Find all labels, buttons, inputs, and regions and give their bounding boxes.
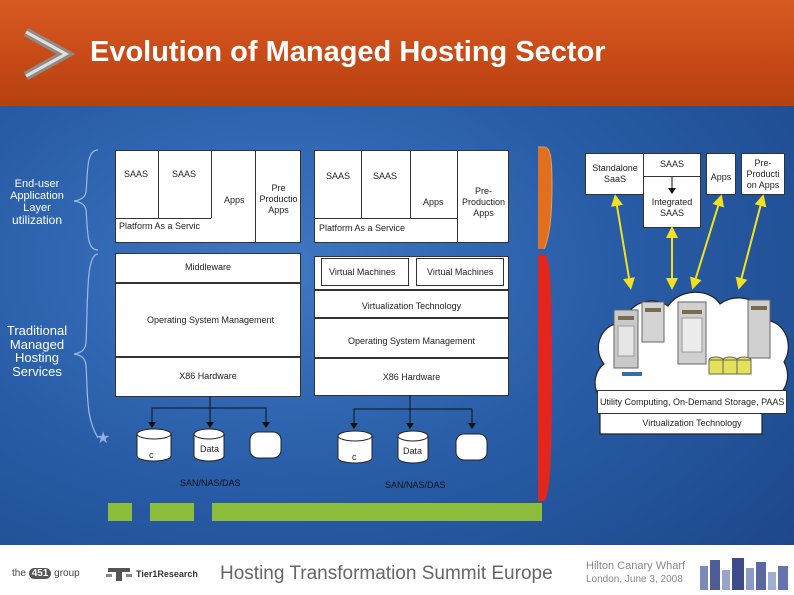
- title-banner: [0, 0, 794, 106]
- left-disk-c-label: c: [149, 450, 154, 460]
- mid-vm-1: Virtual Machines: [329, 267, 396, 277]
- green-bar-2: [150, 503, 194, 521]
- mid-hw-box: [314, 358, 509, 396]
- left-apps: Apps: [224, 195, 245, 205]
- mid-virt: Virtualization Technology: [361, 301, 462, 311]
- mid-storage-label: SAN/NAS/DAS: [385, 480, 446, 490]
- event-name: Hosting Transformation Summit Europe: [220, 563, 553, 584]
- mid-disk-3-icon: [455, 433, 488, 461]
- slide-title: Evolution of Managed Hosting Sector: [90, 36, 606, 68]
- mid-vm-1-box: [321, 258, 409, 286]
- right-apps: Apps: [710, 172, 732, 182]
- mid-os-box: [314, 318, 509, 358]
- mid-os: Operating System Management: [347, 336, 476, 346]
- mid-vm-2-box: [416, 258, 504, 286]
- divider-brackets-icon: [538, 146, 553, 501]
- mid-preprod-label: Pre- Production Apps: [461, 186, 506, 218]
- mid-disk-c-icon: [337, 430, 373, 464]
- event-venue: Hilton Canary Wharf: [586, 560, 686, 572]
- tier1-logo-icon: [106, 568, 132, 581]
- left-preprod-label: Pre Productio Apps: [259, 183, 298, 215]
- right-standalone-label: Standalone SaaS: [592, 163, 638, 184]
- mid-vm-2: Virtual Machines: [427, 267, 494, 277]
- left-os: Operating System Management: [147, 315, 275, 325]
- right-virt: Virtualization Technology: [642, 418, 742, 428]
- green-bar-1: [108, 503, 132, 521]
- right-saas-arrow-icon: [668, 177, 676, 194]
- mid-hw: X86 Hardware: [382, 372, 441, 382]
- mid-disk-data-icon: [397, 430, 429, 464]
- right-preprod-label: Pre- Producti on Apps: [746, 158, 780, 190]
- left-disk-3-icon: [249, 431, 282, 459]
- braces-icon: [73, 149, 99, 439]
- mid-saas-2: SAAS: [373, 171, 398, 181]
- left-middleware: Middleware: [184, 262, 232, 272]
- left-disk-data-label: Data: [200, 444, 220, 454]
- left-saas-2: SAAS: [172, 169, 197, 179]
- right-integrated-label: Integrated SAAS: [651, 197, 693, 218]
- left-disk-data-icon: [193, 428, 225, 462]
- yellow-arrows-icon: [611, 194, 767, 290]
- tier1-research-logo: Tier1Research: [136, 569, 198, 579]
- left-hw-box: [115, 357, 301, 397]
- mid-apps: Apps: [423, 197, 444, 207]
- mid-virt-box: [314, 290, 509, 318]
- mid-disk-c-label: c: [352, 452, 357, 462]
- right-saas: SAAS: [659, 159, 684, 169]
- right-utility: Utility Computing, On-Demand Storage, PA…: [600, 397, 785, 407]
- mid-storage-connectors-icon: [350, 395, 476, 429]
- left-storage-label: SAN/NAS/DAS: [180, 478, 241, 488]
- footer-bar: [0, 545, 794, 595]
- left-hw: X86 Hardware: [179, 371, 237, 381]
- skyline-logo-icon: [700, 558, 788, 590]
- left-saas-1: SAAS: [124, 169, 149, 179]
- left-storage-connectors-icon: [148, 396, 270, 428]
- left-os-box: [115, 283, 301, 357]
- left-paas: Platform As a Servic: [119, 221, 201, 231]
- green-bar-3: [212, 503, 542, 521]
- end-user-label: End-user Application Layer utilization: [10, 178, 64, 227]
- left-disk-c-icon: [136, 428, 172, 462]
- server-cluster-icon: [613, 299, 771, 376]
- traditional-hosting-label: Traditional Managed Hosting Services: [6, 323, 68, 379]
- left-preprod-box: [255, 150, 301, 243]
- star-icon: ★: [96, 430, 111, 447]
- mid-disk-data-label: Data: [403, 446, 423, 456]
- left-middleware-box: [115, 253, 301, 283]
- mid-saas-1: SAAS: [326, 171, 351, 181]
- mid-paas: Platform As a Service: [319, 223, 406, 233]
- mid-app-layer-box: [314, 150, 509, 243]
- event-date: London, June 3, 2008: [586, 574, 683, 585]
- chevron-logo-icon: [23, 28, 76, 80]
- logo-451-group: the 451 group: [12, 568, 80, 579]
- right-utility-box: [597, 390, 787, 414]
